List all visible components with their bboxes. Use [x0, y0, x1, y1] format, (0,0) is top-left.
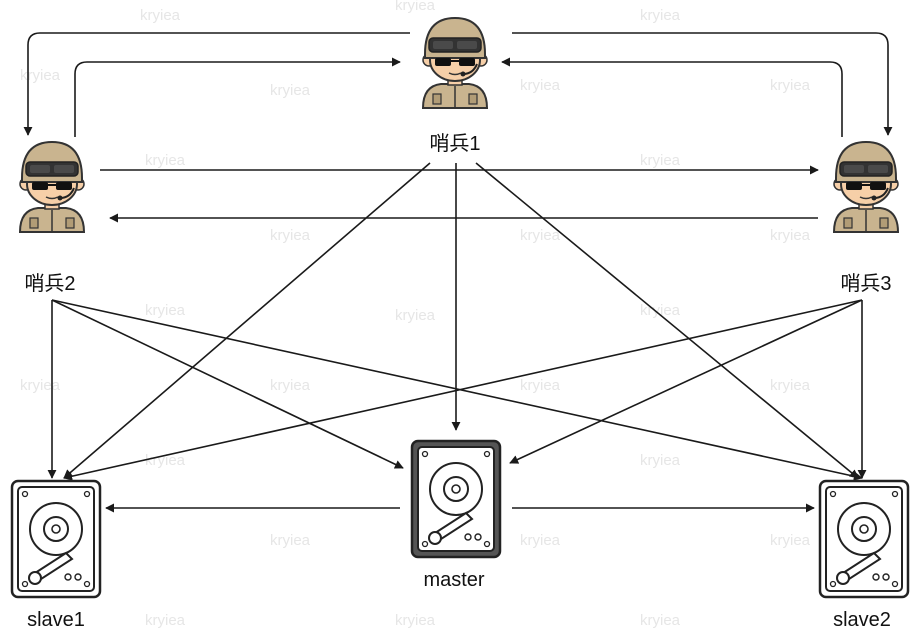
node-slave1: slave1 [10, 479, 102, 631]
edge-sentinel3-to-master [509, 299, 863, 464]
watermark-text: kryiea [270, 82, 311, 99]
watermark-text: kryiea [145, 302, 186, 319]
node-label-sentinel1: 哨兵1 [429, 132, 480, 155]
watermark-text: kryiea [395, 307, 436, 324]
edge-sentinel1-to-slave2 [475, 162, 859, 479]
soldier-icon [19, 141, 85, 233]
watermark-text: kryiea [270, 532, 311, 549]
node-sentinel2: 哨兵2 [19, 141, 85, 295]
watermark-text: kryiea [20, 377, 61, 394]
watermark-text: kryiea [145, 452, 186, 469]
watermark-text: kryiea [140, 7, 181, 24]
node-label-sentinel3: 哨兵3 [840, 272, 891, 295]
edge-sentinel2-to-slave2 [51, 299, 863, 481]
watermark-text: kryiea [395, 612, 436, 629]
node-sentinel1: 哨兵1 [422, 17, 488, 155]
watermark-text: kryiea [770, 227, 811, 244]
hard-disk-icon [410, 439, 502, 559]
node-label-master: master [423, 569, 484, 591]
watermark-text: kryiea [145, 152, 186, 169]
node-slave2: slave2 [818, 479, 910, 631]
watermark-text: kryiea [640, 452, 681, 469]
edge-sentinel1-to-sentinel3 [512, 32, 893, 136]
soldier-icon [422, 17, 488, 109]
edge-sentinel3-to-slave1 [63, 299, 863, 481]
watermark-text: kryiea [520, 77, 561, 94]
watermark-text: kryiea [270, 227, 311, 244]
watermark-text: kryiea [640, 302, 681, 319]
watermark-text: kryiea [520, 377, 561, 394]
edge-sentinel2-to-master [51, 299, 404, 469]
node-label-slave2: slave2 [833, 609, 891, 631]
watermark-text: kryiea [640, 7, 681, 24]
edge-sentinel3-to-sentinel1 [501, 57, 843, 137]
node-master: master [410, 439, 502, 591]
watermark-text: kryiea [520, 532, 561, 549]
watermark-text: kryiea [145, 612, 186, 629]
watermark-text: kryiea [270, 377, 311, 394]
node-label-sentinel2: 哨兵2 [24, 272, 75, 295]
watermark-text: kryiea [520, 227, 561, 244]
watermark-text: kryiea [20, 67, 61, 84]
hard-disk-icon [818, 479, 910, 599]
watermark-text: kryiea [770, 77, 811, 94]
watermark-text: kryiea [640, 612, 681, 629]
edge-sentinel1-to-slave1 [63, 162, 431, 479]
watermark-text: kryiea [640, 152, 681, 169]
watermark-text: kryiea [770, 377, 811, 394]
node-label-slave1: slave1 [27, 609, 85, 631]
node-sentinel3: 哨兵3 [833, 141, 899, 295]
watermark-text: kryiea [395, 0, 436, 14]
edge-sentinel1-to-sentinel2 [23, 32, 410, 136]
watermark: kryiea kryiea kryiea kryiea kryiea kryie… [20, 0, 811, 629]
hard-disk-icon [10, 479, 102, 599]
soldier-icon [833, 141, 899, 233]
watermark-text: kryiea [770, 532, 811, 549]
edge-sentinel2-to-sentinel1 [74, 57, 401, 137]
edges [23, 32, 893, 513]
